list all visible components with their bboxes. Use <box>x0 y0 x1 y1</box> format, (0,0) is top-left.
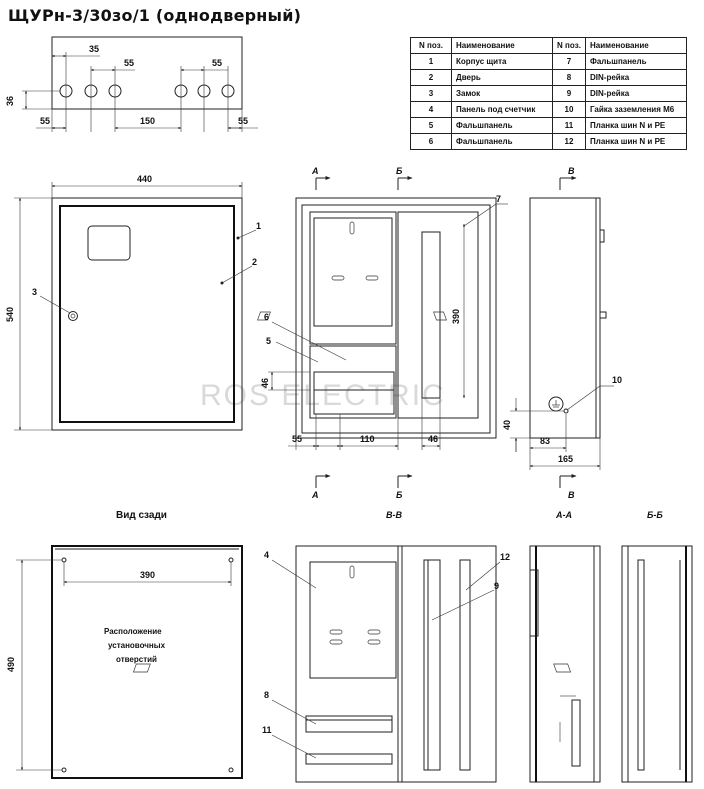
mounting-hole <box>228 767 234 773</box>
caption-section-vv: В-В <box>386 510 402 520</box>
rear-outline <box>51 545 243 779</box>
table-cell: Планка шин N и PE <box>585 133 687 150</box>
rear-view: 390 490 Расположение установочных отверс… <box>6 545 243 779</box>
watermark: ROS ELECTRIC <box>200 379 446 412</box>
dim-label: 55 <box>238 116 248 126</box>
note-line: установочных <box>108 641 166 650</box>
mounting-hole <box>61 767 67 773</box>
note-line: отверстий <box>116 655 157 664</box>
meter-window <box>87 225 131 261</box>
cut-label-b-bottom: Б <box>396 490 403 500</box>
false-panel <box>309 345 397 419</box>
callout-12: 12 <box>500 552 510 562</box>
callout-7: 7 <box>496 194 501 204</box>
din-rail <box>421 231 441 399</box>
section-vv-view: 4 8 9 11 12 <box>132 545 572 783</box>
mounting-hole <box>61 557 67 563</box>
bus-bar <box>305 753 393 765</box>
cut-label-v-bottom: В <box>568 490 575 500</box>
dim-label: 540 <box>5 307 15 322</box>
cut-label-v: В <box>568 166 575 176</box>
drawing-title: ЩУРн-3/30зо/1 (однодверный) <box>8 6 302 25</box>
section-outline <box>295 197 497 439</box>
callout-3: 3 <box>32 287 37 297</box>
dim-label: 55 <box>212 58 222 68</box>
section-bb-view <box>621 545 693 783</box>
front-view: 440 540 1 2 3 <box>5 174 261 431</box>
dim-label: 165 <box>558 454 573 464</box>
mounting-hole <box>228 557 234 563</box>
table-cell: 6 <box>410 133 452 150</box>
dim-label: 35 <box>89 44 99 54</box>
aa-outline <box>529 545 601 783</box>
note-line: Расположение <box>104 627 162 636</box>
side-outline <box>529 197 601 439</box>
table-cell: Фальшпанель <box>451 133 553 150</box>
dim-label: 110 <box>360 434 375 444</box>
dim-label: 390 <box>451 309 461 324</box>
side-view: В В 40 83 165 10 <box>502 166 622 500</box>
dim-label: 490 <box>6 657 16 672</box>
dim-label: 390 <box>140 570 155 580</box>
callout-9: 9 <box>494 581 499 591</box>
top-view: 35 55 55 36 55 150 55 <box>5 36 258 132</box>
caption-section-bb: Б-Б <box>647 510 663 520</box>
dim-label: 83 <box>540 436 550 446</box>
dim-label: 440 <box>137 174 152 184</box>
table-row: 2 Дверь 8 DIN-рейка <box>410 69 687 86</box>
dim-label: 46 <box>260 378 270 388</box>
table-row: 1 Корпус щита 7 Фальшпанель <box>410 53 687 70</box>
callout-10: 10 <box>612 375 622 385</box>
callout-8: 8 <box>264 690 269 700</box>
bb-outline <box>621 545 693 783</box>
top-view-outline <box>51 36 243 110</box>
cabinet-door <box>59 205 235 423</box>
callout-2: 2 <box>252 257 257 267</box>
dim-label: 55 <box>292 434 302 444</box>
parts-table: N пoз. Наименование N пoз. Наименование … <box>410 37 687 150</box>
dim-label: 55 <box>40 116 50 126</box>
cut-label-a: А <box>311 166 319 176</box>
din-rail-vertical <box>423 559 441 771</box>
table-row: 6 Фальшпанель 12 Планка шин N и PE <box>410 133 687 150</box>
dim-label: 40 <box>502 420 512 430</box>
vv-outline <box>295 545 497 783</box>
section-view: 390 46 55 110 46 А А Б Б 5 <box>257 166 508 500</box>
dim-label: 55 <box>124 58 134 68</box>
table-row: 4 Панель под счетчик 10 Гайка заземления… <box>410 101 687 118</box>
cut-label-b: Б <box>396 166 403 176</box>
callout-5: 5 <box>266 336 271 346</box>
dim-label: 46 <box>428 434 438 444</box>
callout-1: 1 <box>256 221 261 231</box>
table-row: 3 Замок 9 DIN-рейка <box>410 85 687 102</box>
callout-11: 11 <box>262 725 272 735</box>
section-aa-view <box>529 545 601 783</box>
lock-icon <box>68 311 78 321</box>
meter-panel <box>309 561 397 679</box>
bus-bar-vertical <box>459 559 471 771</box>
dim-label: 150 <box>140 116 155 126</box>
dim-label: 36 <box>5 96 15 106</box>
callout-6: 6 <box>264 312 269 322</box>
cut-label-a-bottom: А <box>311 490 319 500</box>
din-rail <box>305 715 393 733</box>
meter-panel <box>309 211 397 345</box>
cabinet-body <box>51 197 243 431</box>
false-panel-right <box>397 211 479 419</box>
callout-4: 4 <box>264 550 269 560</box>
caption-rear-view: Вид сзади <box>116 510 167 521</box>
caption-section-aa: А-А <box>555 510 572 520</box>
